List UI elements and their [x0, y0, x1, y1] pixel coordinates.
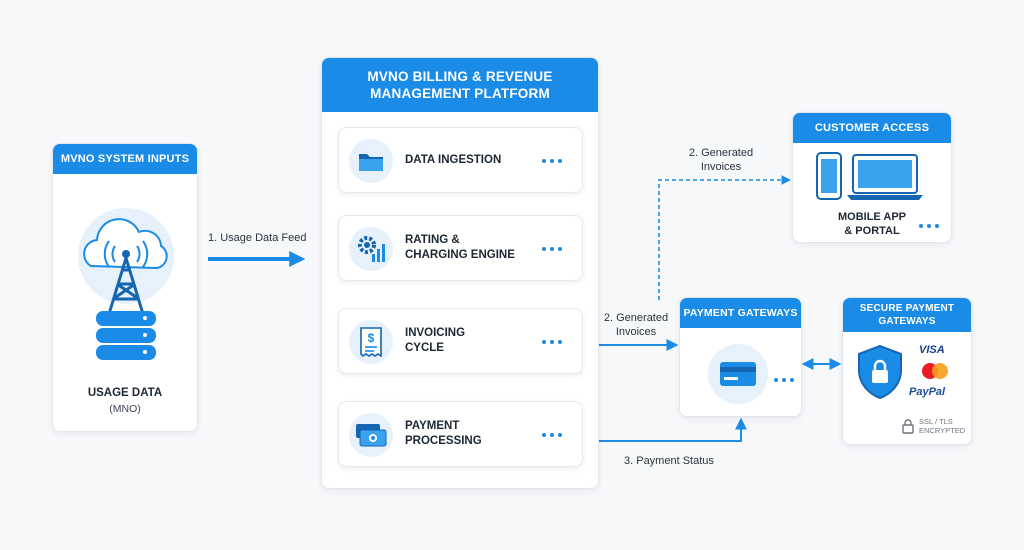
- step-label: RATING & CHARGING ENGINE: [405, 234, 515, 261]
- customer-access-title: CUSTOMER ACCESS: [793, 113, 951, 143]
- cash-icon: [349, 413, 393, 457]
- step-label: DATA INGESTION: [405, 153, 502, 166]
- step-label: INVOICING CYCLE: [405, 327, 466, 354]
- more-dots-icon[interactable]: [919, 224, 939, 228]
- step-invoicing-cycle[interactable]: $ INVOICING CYCLE: [338, 308, 583, 374]
- more-dots-icon[interactable]: [542, 159, 562, 163]
- step-label: PAYMENT PROCESSING: [405, 420, 482, 447]
- secure-payment-title: SECURE PAYMENT GATEWAYS: [843, 298, 971, 332]
- cell-tower-cloud-icon: [78, 208, 174, 360]
- svg-text:$: $: [368, 331, 375, 345]
- step-payment-processing[interactable]: PAYMENT PROCESSING: [338, 401, 583, 467]
- visa-logo: VISA: [919, 344, 945, 356]
- payment-gateways-title: PAYMENT GATEWAYS: [680, 298, 801, 328]
- more-dots-icon[interactable]: [774, 378, 794, 382]
- system-inputs-card: MVNO SYSTEM INPUTS USAGE DATA (MNO): [52, 143, 198, 432]
- usage-data-label: USAGE DATA: [87, 387, 163, 399]
- paypal-logo: PayPal: [909, 386, 946, 398]
- invoice-to-customer-arrow: [658, 175, 791, 300]
- step-data-ingestion[interactable]: DATA INGESTION: [338, 127, 583, 193]
- more-dots-icon[interactable]: [542, 340, 562, 344]
- mobile-app-label: MOBILE APP & PORTAL: [837, 211, 907, 237]
- generated-invoices-top-label: 2. Generated Invoices: [688, 147, 754, 173]
- payment-status-arrow: [583, 417, 747, 447]
- folder-icon: [349, 139, 393, 183]
- usage-feed-label: 1. Usage Data Feed: [208, 232, 307, 244]
- platform-title: MVNO BILLING & REVENUE MANAGEMENT PLATFO…: [322, 58, 598, 112]
- more-dots-icon[interactable]: [542, 433, 562, 437]
- gear-chart-icon: [349, 227, 393, 271]
- padlock-icon: [902, 419, 914, 434]
- payment-gateways-card: PAYMENT GATEWAYS: [679, 297, 802, 417]
- credit-card-icon: [708, 344, 768, 404]
- billing-platform-card: MVNO BILLING & REVENUE MANAGEMENT PLATFO…: [321, 57, 599, 489]
- customer-access-card: CUSTOMER ACCESS MOBILE APP & PORTAL: [792, 112, 952, 243]
- payment-status-label: 3. Payment Status: [624, 455, 714, 467]
- phone-laptop-icon: [816, 152, 923, 200]
- ssl-label: SSL / TLS ENCRYPTED: [919, 417, 966, 435]
- more-dots-icon[interactable]: [542, 247, 562, 251]
- generated-invoices-mid-label: 2. Generated Invoices: [603, 312, 669, 338]
- invoice-icon: $: [349, 320, 393, 364]
- system-inputs-title: MVNO SYSTEM INPUTS: [53, 144, 197, 174]
- shield-lock-icon: [858, 344, 902, 400]
- step-rating-charging[interactable]: RATING & CHARGING ENGINE: [338, 215, 583, 281]
- secure-payment-card: SECURE PAYMENT GATEWAYS VISA PayPal SSL …: [842, 297, 972, 445]
- mastercard-logo: [922, 363, 948, 379]
- usage-data-sublabel: (MNO): [109, 403, 141, 415]
